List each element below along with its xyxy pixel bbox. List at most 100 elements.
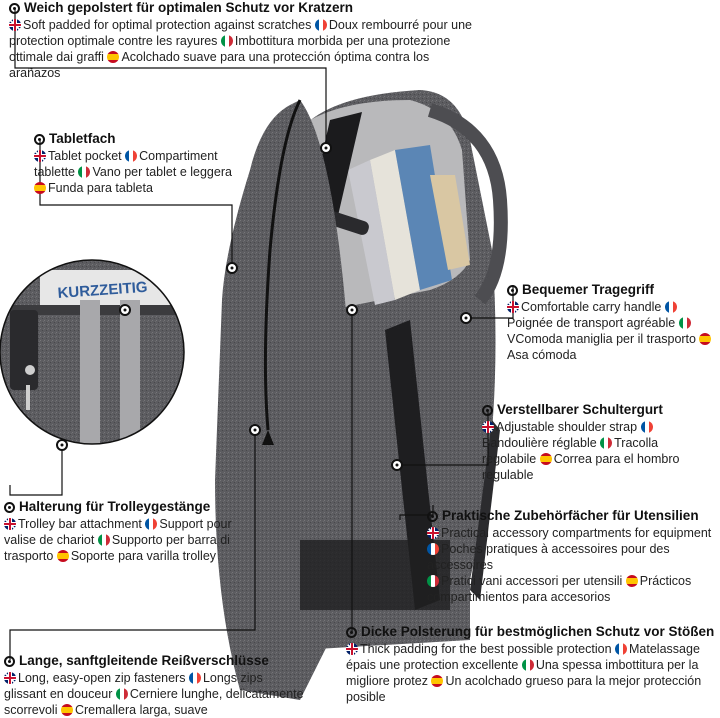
feature-description: Trolley bar attachment Support pour vali… xyxy=(4,516,239,564)
target-icon xyxy=(482,404,493,416)
flag-fr-icon xyxy=(427,543,439,555)
translation-text: Acolchado suave para una protección ópti… xyxy=(9,50,430,80)
feature-zip-fasteners: Lange, sanftgleitende Reißverschlüsse Lo… xyxy=(4,653,304,718)
translation-text: Adjustable shoulder strap xyxy=(496,420,641,434)
trolley-inset xyxy=(0,260,184,444)
translation-text: Correa para el hombro regulable xyxy=(482,452,680,482)
translation-text: Pratici vani accessori per utensili xyxy=(441,574,626,588)
feature-description: Tablet pocket Compartiment tablette Vano… xyxy=(34,148,234,196)
feature-title: Weich gepolstert für optimalen Schutz vo… xyxy=(24,0,354,15)
translation-text: Cremallera larga, suave xyxy=(74,703,208,717)
translation-text: Funda para tableta xyxy=(48,181,153,195)
feature-tablet-pocket: Tabletfach Tablet pocket Compartiment ta… xyxy=(34,131,234,196)
flag-fr-icon xyxy=(640,421,653,433)
feature-title: Lange, sanftgleitende Reißverschlüsse xyxy=(19,653,269,668)
feature-title: Halterung für Trolleygestänge xyxy=(19,499,211,514)
translation-text: Matelassage épais une protection excelle… xyxy=(346,642,700,672)
carry-handle xyxy=(427,103,508,305)
feature-title: Bequemer Tragegriff xyxy=(522,282,655,297)
flag-it-icon xyxy=(115,688,128,700)
flag-fr-icon xyxy=(314,19,327,31)
flag-es-icon xyxy=(107,51,120,63)
flag-fr-icon xyxy=(125,150,138,162)
target-icon xyxy=(34,133,45,145)
leader-lines xyxy=(9,8,514,660)
flag-es-icon xyxy=(699,333,712,345)
target-icon xyxy=(4,655,15,667)
translation-text: Comfortable carry handle xyxy=(521,300,665,314)
flag-es-icon xyxy=(60,704,73,716)
target-icon xyxy=(346,626,357,638)
flag-uk-icon xyxy=(4,518,16,530)
target-icon xyxy=(427,510,438,522)
flag-fr-icon xyxy=(615,643,628,655)
flag-es-icon xyxy=(539,453,552,465)
translation-text: Compartiment tablette xyxy=(34,149,218,179)
translation-text: Poches pratiques à accessoires pour des … xyxy=(427,542,670,572)
flag-es-icon xyxy=(34,182,46,194)
translation-text: Una spessa imbottitura per la migliore p… xyxy=(346,658,699,688)
feature-soft-padding: Weich gepolstert für optimalen Schutz vo… xyxy=(9,0,479,81)
feature-accessory-compartments: Praktische Zubehörfächer für Utensilien … xyxy=(427,508,717,605)
feature-description: Comfortable carry handle Poignée de tran… xyxy=(507,299,719,363)
flag-uk-icon xyxy=(427,527,439,539)
flag-fr-icon xyxy=(145,518,158,530)
target-icon xyxy=(507,284,518,296)
feature-title: Dicke Polsterung für bestmöglichen Schut… xyxy=(361,624,715,639)
feature-title: Tabletfach xyxy=(49,131,116,146)
translation-text: Thick padding for the best possible prot… xyxy=(360,642,616,656)
translation-text: Practical accessory compartments for equ… xyxy=(441,526,712,540)
translation-text: Tablet pocket xyxy=(48,149,126,163)
feature-description: Thick padding for the best possible prot… xyxy=(346,641,718,705)
translation-text: VComoda maniglia per il trasporto xyxy=(507,332,700,346)
zipper xyxy=(263,99,302,431)
flag-it-icon xyxy=(600,437,613,449)
translation-text: Doux rembourré pour une protection optim… xyxy=(9,18,472,48)
translation-text: Longs zips glissant en douceur xyxy=(4,671,263,701)
feature-description: Soft padded for optimal protection again… xyxy=(9,17,479,81)
flag-uk-icon xyxy=(34,150,46,162)
flag-fr-icon xyxy=(664,301,677,313)
translation-text: Bandoulière réglable xyxy=(482,436,601,450)
feature-title: Verstellbarer Schultergurt xyxy=(497,402,663,417)
translation-text: Poignée de transport agréable xyxy=(507,316,679,330)
feature-description: Practical accessory compartments for equ… xyxy=(427,525,717,605)
flag-it-icon xyxy=(427,575,439,587)
flag-it-icon xyxy=(78,166,91,178)
feature-title: Praktische Zubehörfächer für Utensilien xyxy=(442,508,699,523)
feature-thick-padding: Dicke Polsterung für bestmöglichen Schut… xyxy=(346,624,718,705)
flag-uk-icon xyxy=(4,672,16,684)
flag-fr-icon xyxy=(188,672,201,684)
flag-uk-icon xyxy=(9,19,21,31)
flag-uk-icon xyxy=(482,421,494,433)
target-icon xyxy=(4,501,15,513)
markers xyxy=(56,142,472,471)
flag-uk-icon xyxy=(507,301,519,313)
translation-text: Trolley bar attachment xyxy=(18,517,146,531)
translation-text: Support pour valise de chariot xyxy=(4,517,232,547)
flag-it-icon xyxy=(220,35,233,47)
translation-text: Supporto per barra di trasporto xyxy=(4,533,230,563)
feature-shoulder-strap: Verstellbarer Schultergurt Adjustable sh… xyxy=(482,402,712,483)
feature-trolley-attachment: Halterung für Trolleygestänge Trolley ba… xyxy=(4,499,239,564)
flag-it-icon xyxy=(678,317,691,329)
translation-text: Imbottitura morbida per una protezione o… xyxy=(9,34,451,64)
inset-magazine-text: KURZZEITIG xyxy=(57,279,148,302)
translation-text: Tracolla regolabile xyxy=(482,436,659,466)
translation-text: Prácticos compartimientos para accesorio… xyxy=(427,574,692,604)
translation-line: Practical accessory compartments for equ… xyxy=(427,525,717,541)
translation-text: Asa cómoda xyxy=(507,348,577,362)
translation-text: Soft padded for optimal protection again… xyxy=(23,18,315,32)
flag-es-icon xyxy=(56,550,69,562)
translation-text: Vano per tablet e leggera xyxy=(92,165,232,179)
feature-description: Adjustable shoulder strap Bandoulière ré… xyxy=(482,419,712,483)
translation-line: Poches pratiques à accessoires pour des … xyxy=(427,541,717,573)
feature-carry-handle: Bequemer Tragegriff Comfortable carry ha… xyxy=(507,282,719,363)
translation-text: Long, easy-open zip fasteners xyxy=(18,671,189,685)
flag-es-icon xyxy=(625,575,638,587)
flag-it-icon xyxy=(97,534,110,546)
translation-text: Un acolchado grueso para la mejor protec… xyxy=(346,674,702,704)
flag-it-icon xyxy=(521,659,534,671)
